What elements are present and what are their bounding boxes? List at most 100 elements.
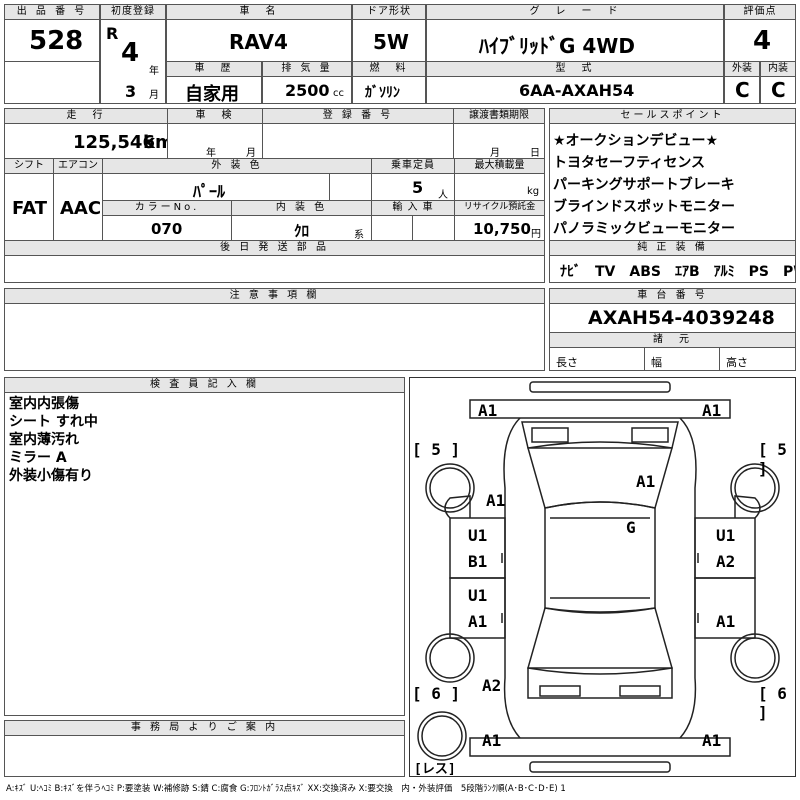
sales-point: パーキングサポートブレーキ [553,177,735,193]
damage-l-rear-quarter: A2 [482,676,502,695]
tire-rear-left: [ 6 ] [412,684,461,703]
notes-label: 注 意 事 項 欄 [4,288,545,304]
damage-rl-corner: A1 [482,731,502,750]
door-label: ドア形状 [352,4,426,20]
displacement-unit: cc [333,88,344,99]
width-cell: 幅 [644,347,720,371]
chassis-number: AXAH54-4039248 [588,307,775,329]
inspector-note: 室内薄汚れ [9,432,79,448]
height-label: 高さ [726,356,748,369]
exterior-color-label: 外 装 色 [102,158,372,174]
chassis-cell: AXAH54-4039248 [549,303,796,333]
inspector-cell: 室内内張傷 シート すれ中 室内薄汚れ ミラー A 外装小傷有り [4,392,405,716]
car-outline [417,381,780,773]
exterior-score: C [735,78,750,102]
transfer-deadline-cell: 月 日 [453,123,545,159]
displacement: 2500 [285,81,330,100]
recycle-cell: 10,750 円 [454,215,545,241]
damage-windshield: G [626,518,636,537]
capacity: 5 [412,178,424,197]
transfer-month-unit: 月 [490,148,500,159]
lot-number: 528 [29,26,84,56]
damage-l-front-door-top: U1 [468,526,488,545]
recycle-label: リサイクル預託金 [454,200,545,216]
sales-points-label: セールスポイント [549,108,796,124]
inspector-label: 検 査 員 記 入 欄 [4,377,405,393]
damage-l-rear-door-top: U1 [468,586,488,605]
lot-number-label: 出 品 番 号 [4,4,100,20]
model-code: 6AA-AXAH54 [519,81,635,100]
first-registration-label: 初度登録 [100,4,166,20]
registration-number-cell [262,123,454,159]
tire-front-left: [ 5 ] [412,440,461,459]
height-cell: 高さ [719,347,796,371]
car-name-cell: RAV4 [166,19,352,62]
lot-number-cell: 528 [4,19,100,62]
damage-fl-corner: A1 [478,401,498,420]
import-label: 輸 入 車 [371,200,455,216]
sales-point: ★オークションデビュー★ [553,133,719,149]
damage-fr-corner: A1 [702,401,722,420]
inspector-note: 外装小傷有り [9,468,93,484]
door-type: 5W [373,30,409,54]
grade-cell: ﾊｲﾌﾞﾘｯﾄﾞG 4WD [426,19,724,62]
capacity-unit: 人 [438,190,448,201]
capacity-label: 乗車定員 [371,158,455,174]
exterior-color-blank [329,173,372,201]
chassis-label: 車 台 番 号 [549,288,796,304]
equipment: ﾅﾋﾞ TV ABS ｴｱB ｱﾙﾐ PS PW [560,264,796,280]
mileage: 125,546 [73,132,155,153]
shift: FAT [12,198,48,219]
fuel-cell: ｶﾞｿﾘﾝ [352,76,426,104]
interior-label: 内装 [760,61,796,77]
mileage-unit: km [143,132,167,153]
exterior-label: 外装 [724,61,760,77]
fuel-label: 燃 料 [352,61,426,77]
model-cell: 6AA-AXAH54 [426,76,724,104]
score-label: 評価点 [724,4,796,20]
length-label: 長さ [556,356,578,369]
width-label: 幅 [651,356,662,369]
interior-color-cell: ｸﾛ 系 [231,215,372,241]
inspection-label: 車 検 [167,108,263,124]
grade-label: グ レ ー ド [426,4,724,20]
ac-cell: AAC [53,173,103,241]
damage-l-front-door-bot: B1 [468,552,488,571]
registration-number-label: 登 録 番 号 [262,108,454,124]
displacement-label: 排 気 量 [262,61,352,77]
color-number-label: カラーNo. [102,200,232,216]
car-name: RAV4 [229,30,288,54]
score-cell: 4 [724,19,796,62]
specs-label: 諸 元 [549,332,796,348]
interior-color: ｸﾛ [294,222,310,240]
inspector-note: シート すれ中 [9,414,98,430]
year-unit: 年 [149,66,159,77]
ac-label: エアコン [53,158,103,174]
lot-blank-cell [4,61,100,104]
max-load-label: 最大積載量 [454,158,545,174]
legend: A:ｷｽﾞ U:ﾍｺﾐ B:ｷｽﾞを伴うﾍｺﾐ P:要塗装 W:補修跡 S:錆 … [6,784,566,794]
sales-point: ブラインドスポットモニター [553,199,735,215]
sales-point: トヨタセーフティセンス [553,155,706,171]
damage-r-front-door-top: U1 [716,526,736,545]
later-parts-cell [4,255,545,283]
office-label: 事 務 局 よ り ご 案 内 [4,720,405,736]
max-load-cell: kg [454,173,545,201]
damage-r-front-door-bot: A2 [716,552,736,571]
color-number: 070 [151,220,183,238]
inspector-note: 室内内張傷 [9,396,79,412]
interior-color-label: 内 装 色 [231,200,372,216]
interior-cell: C [760,76,796,104]
interior-color-unit: 系 [354,230,364,241]
max-load-unit: kg [527,186,540,197]
mileage-cell: 125,546 km [4,123,168,159]
exterior-color-cell: ﾊﾟｰﾙ [102,173,330,201]
notes-cell [4,303,545,371]
office-cell [4,735,405,777]
recycle-unit: 円 [531,229,541,240]
mileage-label: 走 行 [4,108,168,124]
equipment-label: 純 正 装 備 [549,240,796,256]
spare-tire: [レス] [414,762,456,777]
shift-cell: FAT [4,173,54,241]
car-name-label: 車 名 [166,4,352,20]
